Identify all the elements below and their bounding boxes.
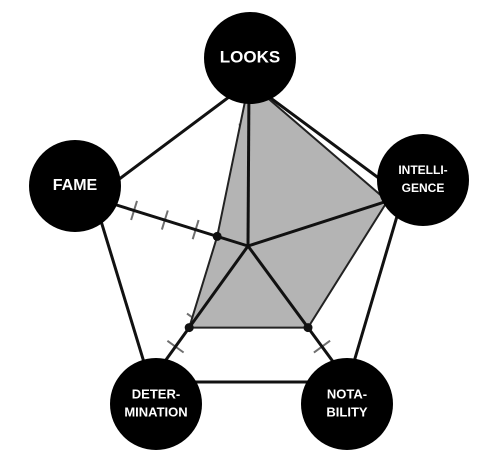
label-circle-determination (110, 358, 202, 450)
label-circle-looks (204, 12, 296, 104)
axis-labels: LOOKS INTELLI- GENCE NOTA- BILITY DETER- MINAT… (29, 12, 469, 450)
axis-line-fame (93, 196, 249, 248)
axis-label-text-intelligence-1: INTELLI- (398, 163, 447, 177)
axis-label-text-notability-2: BILITY (326, 404, 367, 419)
axis-label-looks: LOOKS (204, 12, 296, 104)
axis-lines (93, 81, 404, 383)
axis-line-intelligence (247, 194, 404, 248)
axis-label-notability: NOTA- BILITY (301, 358, 393, 450)
label-circle-fame (29, 140, 121, 232)
axis-label-text-fame-1: FAME (53, 177, 98, 194)
axis-label-text-notability-1: NOTA- (327, 386, 367, 401)
data-point-determination (184, 323, 194, 333)
data-point-notability (303, 323, 313, 333)
label-circle-notability (301, 358, 393, 450)
axis-label-intelligence: INTELLI- GENCE (377, 134, 469, 226)
axis-label-determination: DETER- MINATION (110, 358, 202, 450)
label-circle-intelligence (377, 134, 469, 226)
data-point-fame (212, 231, 222, 241)
axis-line-notability (246, 245, 350, 383)
axis-label-text-determination-2: MINATION (124, 404, 187, 419)
axis-label-text-looks-1: LOOKS (220, 47, 280, 66)
axis-label-text-determination-1: DETER- (132, 386, 180, 401)
axis-label-fame: FAME (29, 140, 121, 232)
data-area (187, 80, 389, 329)
axis-line-looks (246, 81, 251, 247)
axis-label-text-intelligence-2: GENCE (402, 181, 445, 195)
